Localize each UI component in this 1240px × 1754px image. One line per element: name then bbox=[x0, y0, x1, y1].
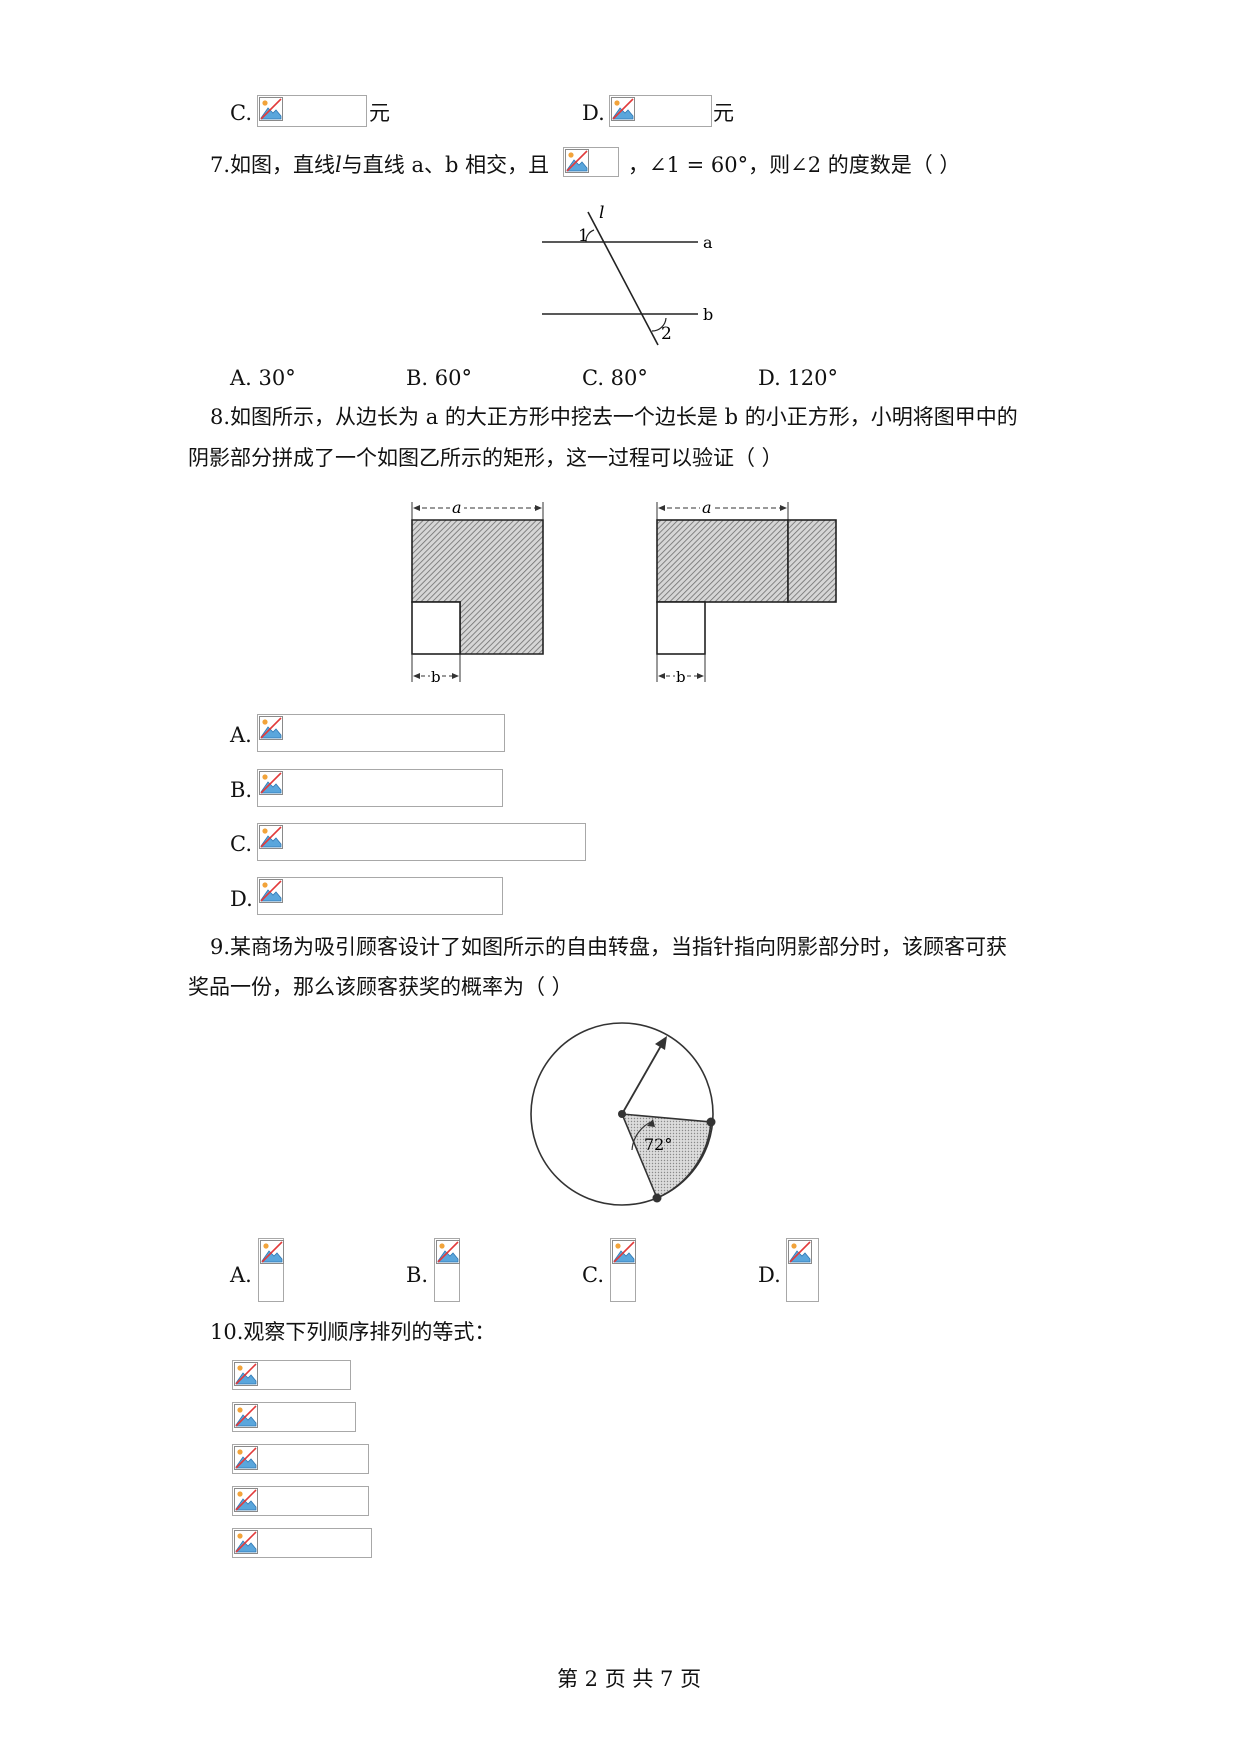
q6-option-c-label: C. bbox=[230, 101, 252, 125]
q9-option-b-image bbox=[434, 1238, 460, 1302]
label-b: b bbox=[703, 305, 713, 324]
shaded-region-yi-right bbox=[787, 519, 837, 603]
figure-yi: a b bbox=[656, 498, 837, 686]
label-a-yi: a bbox=[702, 498, 712, 517]
spinner-figure: 72° bbox=[530, 1022, 716, 1206]
q8-option-d-label: D. bbox=[230, 887, 253, 911]
broken-image-icon bbox=[259, 771, 283, 795]
shaded-region-yi-left bbox=[656, 519, 789, 603]
equation-image-3 bbox=[232, 1444, 369, 1474]
equation-image-4 bbox=[232, 1486, 369, 1516]
q8-option-b-label: B. bbox=[230, 778, 253, 802]
page-footer: 第 2 页 共 7 页 bbox=[557, 1667, 702, 1691]
q8-option-a-image bbox=[257, 714, 505, 752]
broken-image-icon bbox=[565, 149, 589, 173]
broken-image-icon bbox=[260, 1240, 284, 1264]
equation-image-5 bbox=[232, 1528, 372, 1558]
transversal-line-l bbox=[587, 211, 659, 346]
question-10-text: 观察下列顺序排列的等式： bbox=[243, 1320, 496, 1344]
q9-option-d-image bbox=[786, 1238, 819, 1302]
q6-option-d-image bbox=[609, 95, 712, 127]
q8-option-b-image bbox=[257, 769, 503, 807]
equation-image-2 bbox=[232, 1402, 356, 1432]
q6-option-d-unit: 元 bbox=[713, 101, 734, 125]
broken-image-icon bbox=[788, 1240, 812, 1264]
question-8-line-2: 阴影部分拼成了一个如图乙所示的矩形，这一过程可以验证（ ） bbox=[188, 446, 783, 470]
q7-option-c: C. 80° bbox=[582, 366, 648, 390]
q9-option-a-label: A. bbox=[230, 1263, 252, 1287]
parallel-lines-figure: l 1 a b 2 bbox=[542, 203, 713, 346]
broken-image-icon bbox=[612, 1240, 636, 1264]
q7-option-b: B. 60° bbox=[406, 366, 473, 390]
figure-jia: a b bbox=[411, 498, 544, 686]
question-7-stem: 7.如图，直线l与直线 a、b 相交，且 bbox=[210, 150, 549, 180]
label-a: a bbox=[703, 233, 713, 252]
q6-option-c-unit: 元 bbox=[369, 101, 390, 125]
question-8-text-1: 如图所示，从边长为 a 的大正方形中挖去一个边长是 b 的小正方形，小明将图甲中… bbox=[230, 405, 1018, 429]
q9-option-d-label: D. bbox=[758, 1263, 781, 1287]
q7-option-a: A. 30° bbox=[230, 366, 296, 390]
broken-image-icon bbox=[234, 1404, 258, 1428]
q8-option-c-image bbox=[257, 823, 586, 861]
broken-image-icon bbox=[436, 1240, 460, 1264]
angle-1-arc bbox=[585, 229, 595, 243]
label-angle-2: 2 bbox=[661, 324, 672, 344]
question-10-number: 10. bbox=[210, 1320, 244, 1344]
small-square-b bbox=[411, 601, 461, 655]
broken-image-icon bbox=[259, 825, 283, 849]
q8-option-d-image bbox=[257, 877, 503, 915]
broken-image-icon bbox=[234, 1530, 258, 1554]
broken-image-icon bbox=[259, 716, 283, 740]
q8-option-c-label: C. bbox=[230, 832, 252, 856]
label-l: l bbox=[599, 203, 604, 223]
line-l-symbol: l bbox=[335, 153, 342, 177]
q9-option-c-image bbox=[610, 1238, 636, 1302]
q7-option-d: D. 120° bbox=[758, 366, 839, 390]
q9-option-a-image bbox=[258, 1238, 284, 1302]
broken-image-icon bbox=[611, 97, 635, 121]
q9-option-c-label: C. bbox=[582, 1263, 604, 1287]
removed-square-yi bbox=[656, 601, 706, 655]
question-7-text-a: 如图，直线 bbox=[230, 153, 336, 177]
q6-option-d-label: D. bbox=[582, 101, 605, 125]
label-b-yi: b bbox=[676, 668, 686, 686]
shaded-sector bbox=[620, 1113, 712, 1200]
spinner-pointer bbox=[621, 1043, 663, 1115]
q9-option-b-label: B. bbox=[406, 1263, 429, 1287]
label-72-degrees: 72° bbox=[644, 1135, 672, 1154]
label-angle-1: 1 bbox=[578, 226, 589, 246]
label-b-jia: b bbox=[431, 668, 441, 686]
question-8-line-1: 8.如图所示，从边长为 a 的大正方形中挖去一个边长是 b 的小正方形，小明将图… bbox=[210, 402, 1018, 432]
broken-image-icon bbox=[234, 1362, 258, 1386]
question-9-line-2: 奖品一份，那么该顾客获奖的概率为（ ） bbox=[188, 975, 573, 999]
angle-2-arc bbox=[651, 317, 667, 332]
label-a-jia: a bbox=[452, 498, 462, 517]
q6-option-c-image bbox=[257, 95, 367, 127]
equation-image-1 bbox=[232, 1360, 351, 1390]
broken-image-icon bbox=[234, 1446, 258, 1470]
question-9-text-1: 某商场为吸引顾客设计了如图所示的自由转盘，当指针指向阴影部分时，该顾客可获 bbox=[230, 935, 1008, 959]
broken-image-icon bbox=[259, 879, 283, 903]
broken-image-icon bbox=[259, 97, 283, 121]
question-9-line-1: 9.某商场为吸引顾客设计了如图所示的自由转盘，当指针指向阴影部分时，该顾客可获 bbox=[210, 932, 1007, 962]
question-7-number: 7. bbox=[210, 153, 231, 177]
question-9-number: 9. bbox=[210, 935, 231, 959]
question-7-text-c: ，∠1 = 60°，则∠2 的度数是（ ） bbox=[628, 153, 961, 177]
pointer-arrowhead bbox=[655, 1036, 667, 1050]
question-8-number: 8. bbox=[210, 405, 231, 429]
q8-option-a-label: A. bbox=[230, 723, 252, 747]
square-rectangle-figure: a b a b bbox=[411, 498, 837, 686]
broken-image-icon bbox=[234, 1488, 258, 1512]
question-7-text-b: 与直线 a、b 相交，且 bbox=[341, 153, 550, 177]
q7-condition-image bbox=[563, 147, 619, 177]
question-10-stem: 10.观察下列顺序排列的等式： bbox=[210, 1317, 495, 1347]
